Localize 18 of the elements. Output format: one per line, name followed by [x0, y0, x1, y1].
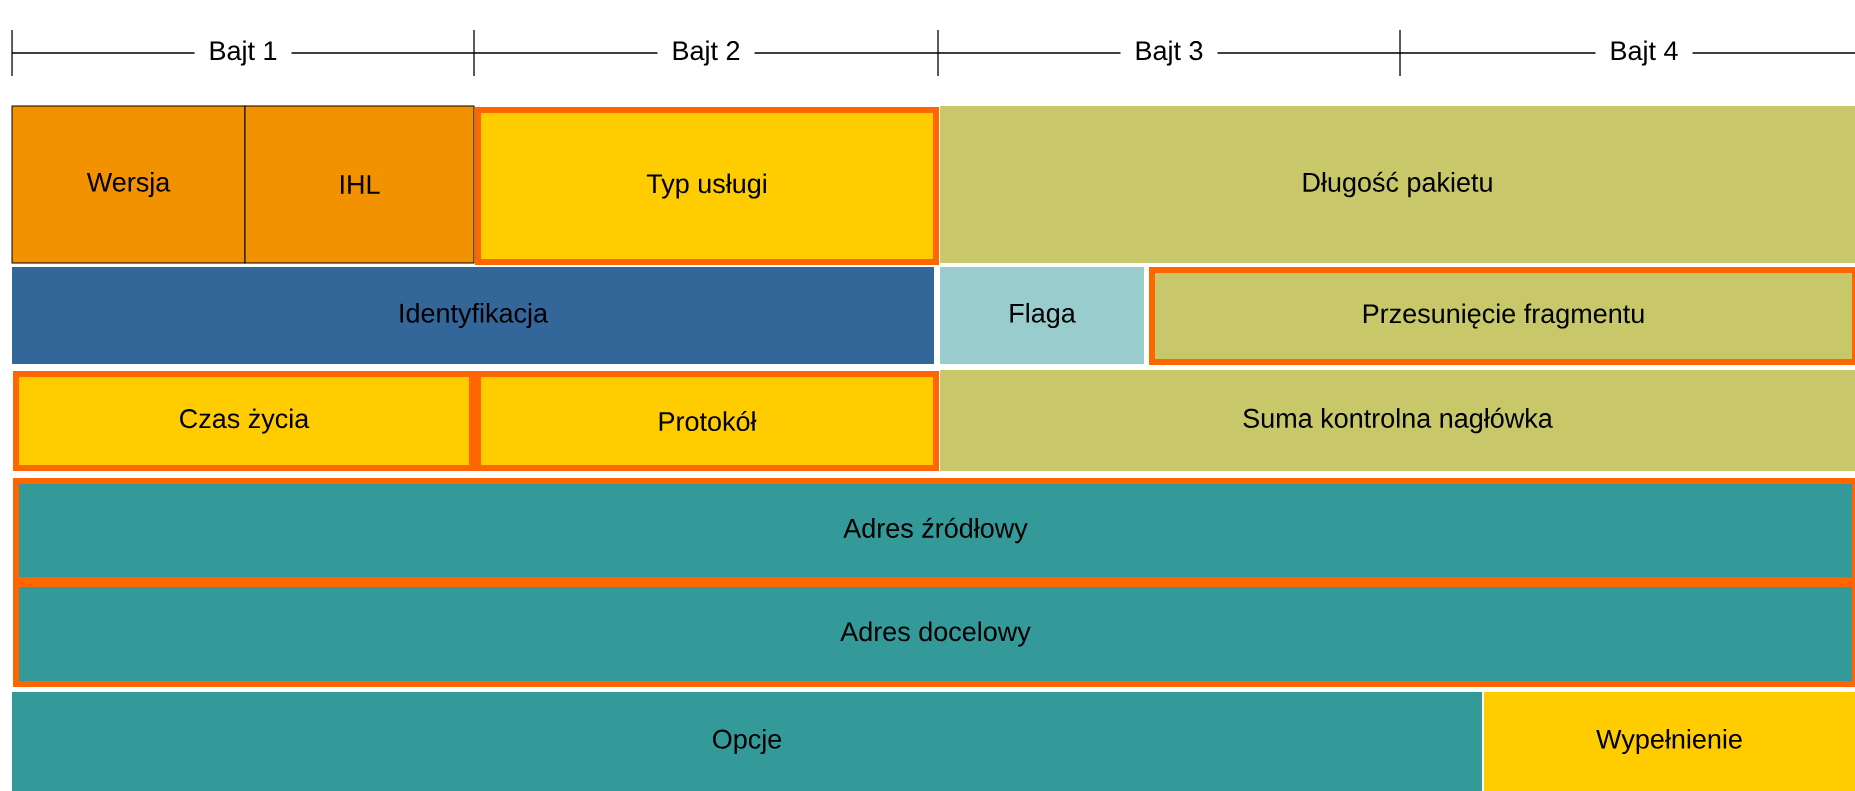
header-field: Adres źródłowy: [13, 478, 1855, 583]
header-field: Wypełnienie: [1484, 692, 1855, 791]
byte-label: Bajt 1: [194, 38, 292, 68]
header-field: Flaga: [940, 267, 1144, 364]
byte-label: Bajt 2: [657, 38, 755, 68]
header-field: Wersja: [11, 105, 246, 264]
header-field: Adres docelowy: [13, 581, 1855, 687]
header-field: IHL: [244, 105, 475, 264]
header-field: Protokół: [475, 371, 939, 471]
header-field: Suma kontrolna nagłówka: [940, 370, 1855, 471]
byte-label: Bajt 3: [1120, 38, 1218, 68]
header-field: Identyfikacja: [12, 267, 934, 364]
header-field: Czas życia: [13, 371, 475, 471]
header-field: Długość pakietu: [940, 106, 1855, 263]
header-field: Typ usługi: [475, 107, 939, 265]
byte-label: Bajt 4: [1595, 38, 1693, 68]
header-field: Opcje: [12, 692, 1482, 791]
header-field: Przesunięcie fragmentu: [1149, 267, 1855, 365]
